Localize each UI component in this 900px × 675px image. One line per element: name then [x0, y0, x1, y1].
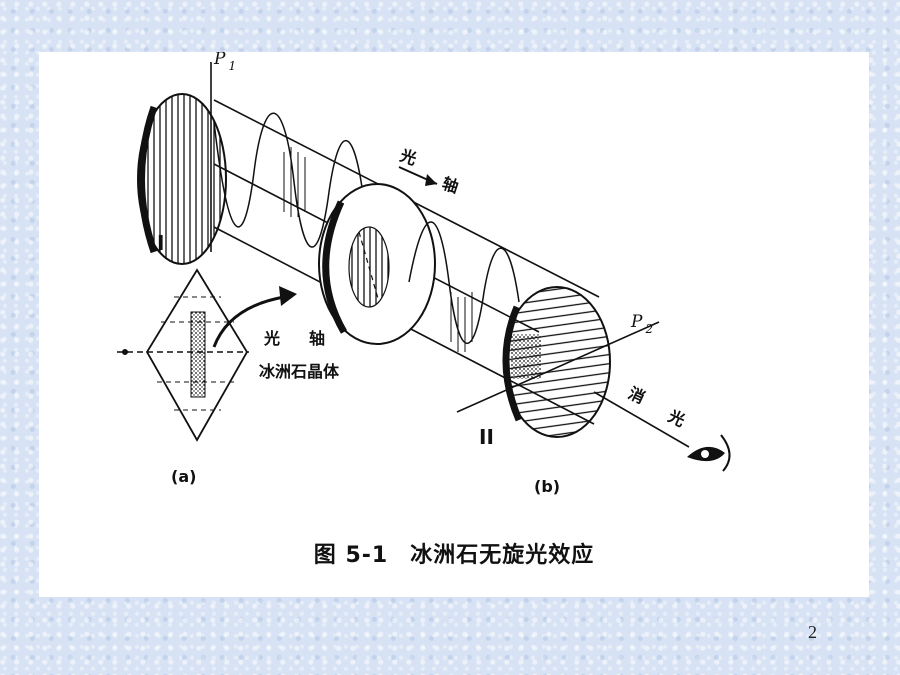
wave-one [213, 112, 365, 248]
diagram-svg: P1 P2 光 轴 光 轴 冰洲石晶体 消 光 I II (a) (b) [117, 52, 731, 496]
arrow-icon [212, 286, 297, 348]
viewing-axis [593, 391, 690, 448]
label-calcite-crystal: 冰洲石晶体 [259, 362, 340, 381]
label-optic-axis-top-2: 轴 [440, 174, 461, 197]
crystal-diamond [117, 268, 249, 442]
page-number: 2 [808, 622, 817, 642]
label-extinction-1: 消 [625, 383, 648, 407]
wave-two [408, 221, 520, 352]
label-optic-axis-top-1: 光 [397, 145, 419, 168]
figure-caption: 图 5-1 冰洲石无旋光效应 [39, 537, 869, 569]
label-optic-axis-left-2: 轴 [309, 329, 325, 348]
label-extinction-2: 光 [664, 406, 687, 430]
label-optic-axis-left-1: 光 [263, 329, 280, 348]
caption-number: 图 5-1 [313, 543, 389, 568]
caption-title: 冰洲石无旋光效应 [410, 543, 595, 568]
polarizer-one [137, 62, 227, 265]
label-sub-a: (a) [171, 467, 196, 486]
optic-axis-arrow-top [398, 166, 438, 186]
label-sub-b: (b) [534, 477, 560, 496]
calcite-slab [318, 183, 436, 345]
eye-icon [687, 434, 731, 472]
label-roman-one: I [157, 231, 164, 255]
analyzer-two [456, 286, 660, 438]
label-roman-two: II [479, 425, 494, 449]
